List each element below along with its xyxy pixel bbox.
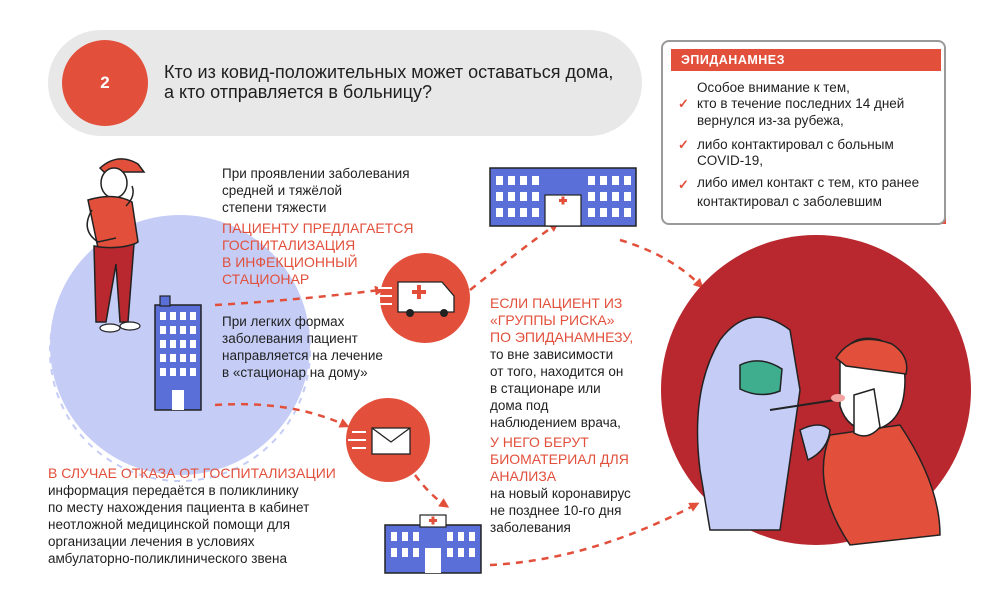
epi-intro-line-1: Особое внимание к тем, [697,80,850,95]
risk-text2-line-3: заболевания [490,520,571,535]
refusal-line-5: амбулаторно-поликлинического звена [48,551,287,566]
risk-text-line-1: то вне зависимости [490,347,614,362]
severe-highlight-line-1: ПАЦИЕНТУ ПРЕДЛАГАЕТСЯ [222,220,414,236]
hospital-icon [489,167,637,227]
risk-text-line-5: наблюдением врача, [490,415,621,430]
refusal-line-4: организации лечения в условиях [48,534,255,549]
clinic-icon [384,514,482,574]
mild-line-4: в «стационар на дому» [222,365,368,380]
risk-highlight-line-2: «ГРУППЫ РИСКА» [490,312,615,328]
patient-coughing-icon [86,158,146,333]
swab-test-icon [661,235,971,546]
checkmark-icon: ✓ [678,177,689,192]
page-title: Кто из ковид-положительных может остават… [164,62,614,102]
risk-text2-line-2: не позднее 10-го дня [490,503,622,518]
apartment-building-icon [154,295,202,411]
risk-highlight-line-3: ПО ЭПИДАНАМНЕЗУ, [490,329,634,345]
checkmark-icon: ✓ [678,96,689,111]
risk-highlight2-line-1: У НЕГО БЕРУТ [490,434,589,450]
epi-intro-line-3: вернулся из-за рубежа, [697,113,844,128]
risk-text-line-3: в стационаре или [490,381,601,396]
risk-text2-line-1: на новый коронавирус [490,486,631,501]
flow-arrows [214,222,704,567]
epi-item3-line-1: либо имел контакт с тем, кто ранее [697,175,920,190]
refusal-line-1: информация передаётся в поликлинику [48,483,299,498]
epi-item2-line-2: COVID-19, [697,153,764,168]
risk-highlight2-line-2: БИОМАТЕРИАЛ ДЛЯ [490,451,629,467]
checkmark-icon: ✓ [678,137,689,152]
envelope-icon [346,398,430,482]
severe-intro-line-1: При проявлении заболевания [222,166,410,181]
severe-intro-line-3: степени тяжести [222,200,327,215]
mild-line-1: При легких формах [222,314,345,329]
risk-highlight2-line-3: АНАЛИЗА [490,468,557,484]
epidanamnez-title: ЭПИДАНАМНЕЗ [671,49,941,71]
risk-highlight-line-1: ЕСЛИ ПАЦИЕНТ ИЗ [490,295,623,311]
refusal-line-2: по месту нахождения пациента в кабинет [48,500,310,515]
severe-highlight-line-3: В ИНФЕКЦИОННЫЙ [222,254,358,270]
severe-intro-line-2: средней и тяжёлой [222,183,343,198]
step-badge: 2 [62,40,148,126]
severe-highlight-line-2: ГОСПИТАЛИЗАЦИЯ [222,237,356,253]
risk-text-line-4: дома под [490,398,549,413]
refusal-line-3: неотложной медицинской помощи для [48,517,291,532]
severe-highlight-line-4: СТАЦИОНАР [222,271,310,287]
refusal-highlight: В СЛУЧАЕ ОТКАЗА ОТ ГОСПИТАЛИЗАЦИИ [48,465,336,481]
risk-text-line-2: от того, находится он [490,364,624,379]
epi-item3-line-2: контактировал с заболевшим [697,194,882,209]
mild-line-2: заболевания пациент [222,331,358,346]
epi-item2-line-1: либо контактировал с больным [697,137,894,152]
epi-intro-line-2: кто в течение последних 14 дней [697,96,905,111]
ambulance-icon [374,253,470,343]
mild-line-3: направляется на лечение [222,348,383,363]
